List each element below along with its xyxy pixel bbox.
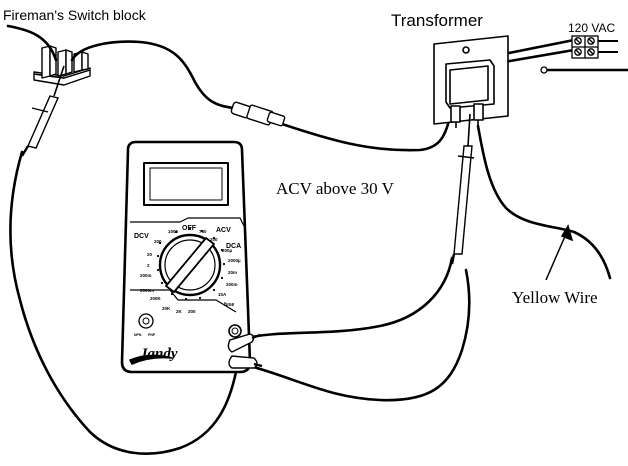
transformer-label: Transformer bbox=[391, 11, 483, 30]
inline-connector bbox=[230, 101, 286, 127]
svg-text:200: 200 bbox=[210, 237, 218, 242]
svg-text:20K: 20K bbox=[162, 306, 171, 311]
svg-text:ACV: ACV bbox=[216, 227, 231, 234]
switch-probe bbox=[20, 65, 65, 157]
connector-to-transformer-wire bbox=[280, 108, 454, 152]
switch-to-transformer-wire bbox=[70, 40, 236, 110]
switch-block bbox=[33, 45, 91, 86]
svg-text:PNP: PNP bbox=[148, 333, 156, 337]
svg-text:2000m: 2000m bbox=[140, 288, 154, 293]
svg-text:fuse: fuse bbox=[224, 302, 235, 308]
yellow-wire-label: Yellow Wire bbox=[512, 288, 598, 307]
multimeter bbox=[120, 140, 252, 374]
svg-text:DCA: DCA bbox=[226, 243, 241, 250]
dial-labels: OFF DCV ACV DCA 1000 750 200 200 20 2 20… bbox=[134, 225, 241, 337]
supply-wire-2 bbox=[502, 48, 576, 64]
svg-text:200: 200 bbox=[188, 309, 196, 314]
svg-text:OFF: OFF bbox=[182, 225, 197, 232]
svg-text:200: 200 bbox=[154, 239, 162, 244]
svg-text:1000: 1000 bbox=[168, 229, 179, 234]
wires bbox=[6, 24, 628, 455]
svg-text:10A: 10A bbox=[218, 292, 227, 297]
svg-text:750: 750 bbox=[199, 229, 207, 234]
switch-block-label: Fireman's Switch block bbox=[3, 7, 147, 23]
yellow-wire-arrow bbox=[545, 224, 574, 281]
red-probe-lead bbox=[246, 256, 454, 340]
meter-plugs bbox=[227, 333, 263, 369]
yellow-wire bbox=[476, 124, 612, 280]
transformer bbox=[433, 35, 509, 128]
svg-text:20: 20 bbox=[147, 252, 153, 257]
svg-text:200m: 200m bbox=[140, 273, 152, 278]
transformer-probe bbox=[450, 113, 475, 265]
plug-upper bbox=[227, 333, 255, 353]
svg-text:200µ: 200µ bbox=[222, 248, 233, 253]
svg-text:20m: 20m bbox=[228, 270, 237, 275]
common-lead bbox=[248, 268, 471, 402]
svg-text:NPN: NPN bbox=[134, 333, 142, 337]
supply-wire-1 bbox=[502, 38, 576, 56]
svg-text:2000µ: 2000µ bbox=[228, 258, 241, 263]
svg-text:200m: 200m bbox=[226, 282, 238, 287]
supply-terminal-block bbox=[540, 35, 618, 74]
svg-text:2: 2 bbox=[147, 263, 150, 268]
switch-feed-wire bbox=[6, 24, 58, 62]
meter-brand: Jandy bbox=[139, 346, 178, 362]
black-probe-lead bbox=[9, 150, 238, 455]
plug-lower bbox=[228, 355, 258, 369]
reading-label: ACV above 30 V bbox=[276, 179, 395, 198]
svg-text:200K: 200K bbox=[150, 296, 162, 301]
svg-text:2K: 2K bbox=[176, 309, 183, 314]
svg-text:DCV: DCV bbox=[134, 233, 149, 240]
supply-label: 120 VAC bbox=[568, 21, 615, 35]
